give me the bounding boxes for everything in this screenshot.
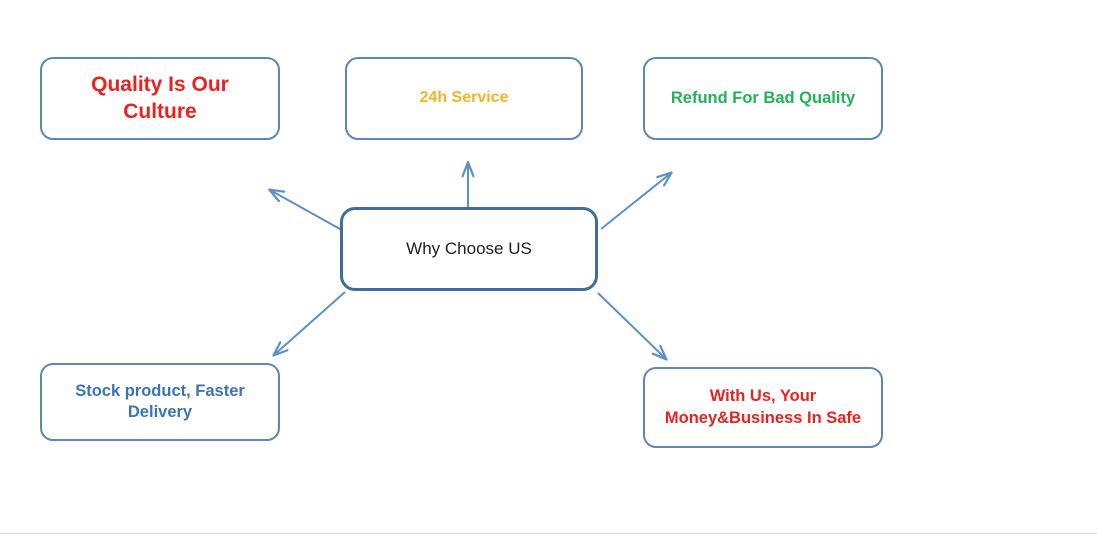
node-stock[interactable]: Stock product, Faster Delivery bbox=[40, 363, 280, 441]
node-service[interactable]: 24h Service bbox=[345, 57, 583, 140]
node-safe[interactable]: With Us, Your Money&Business In Safe bbox=[643, 367, 883, 448]
node-center-label: Why Choose US bbox=[406, 239, 532, 259]
node-service-label: 24h Service bbox=[419, 89, 509, 107]
node-refund-label: Refund For Bad Quality bbox=[670, 88, 856, 107]
node-stock-label: Stock product, Faster Delivery bbox=[75, 381, 245, 421]
connector-center-to-refund bbox=[600, 173, 671, 230]
node-quality[interactable]: Quality Is Our Culture bbox=[40, 57, 280, 140]
node-center-why-choose-us[interactable]: Why Choose US bbox=[340, 207, 598, 291]
connector-center-to-stock bbox=[274, 291, 346, 355]
bottom-divider bbox=[0, 533, 1097, 534]
node-safe-label: With Us, Your Money&Business In Safe bbox=[664, 387, 862, 427]
connector-center-to-quality bbox=[270, 190, 350, 235]
node-quality-label: Quality Is Our Culture bbox=[91, 72, 229, 123]
connector-center-to-safe bbox=[597, 292, 666, 359]
node-refund[interactable]: Refund For Bad Quality bbox=[643, 57, 883, 140]
